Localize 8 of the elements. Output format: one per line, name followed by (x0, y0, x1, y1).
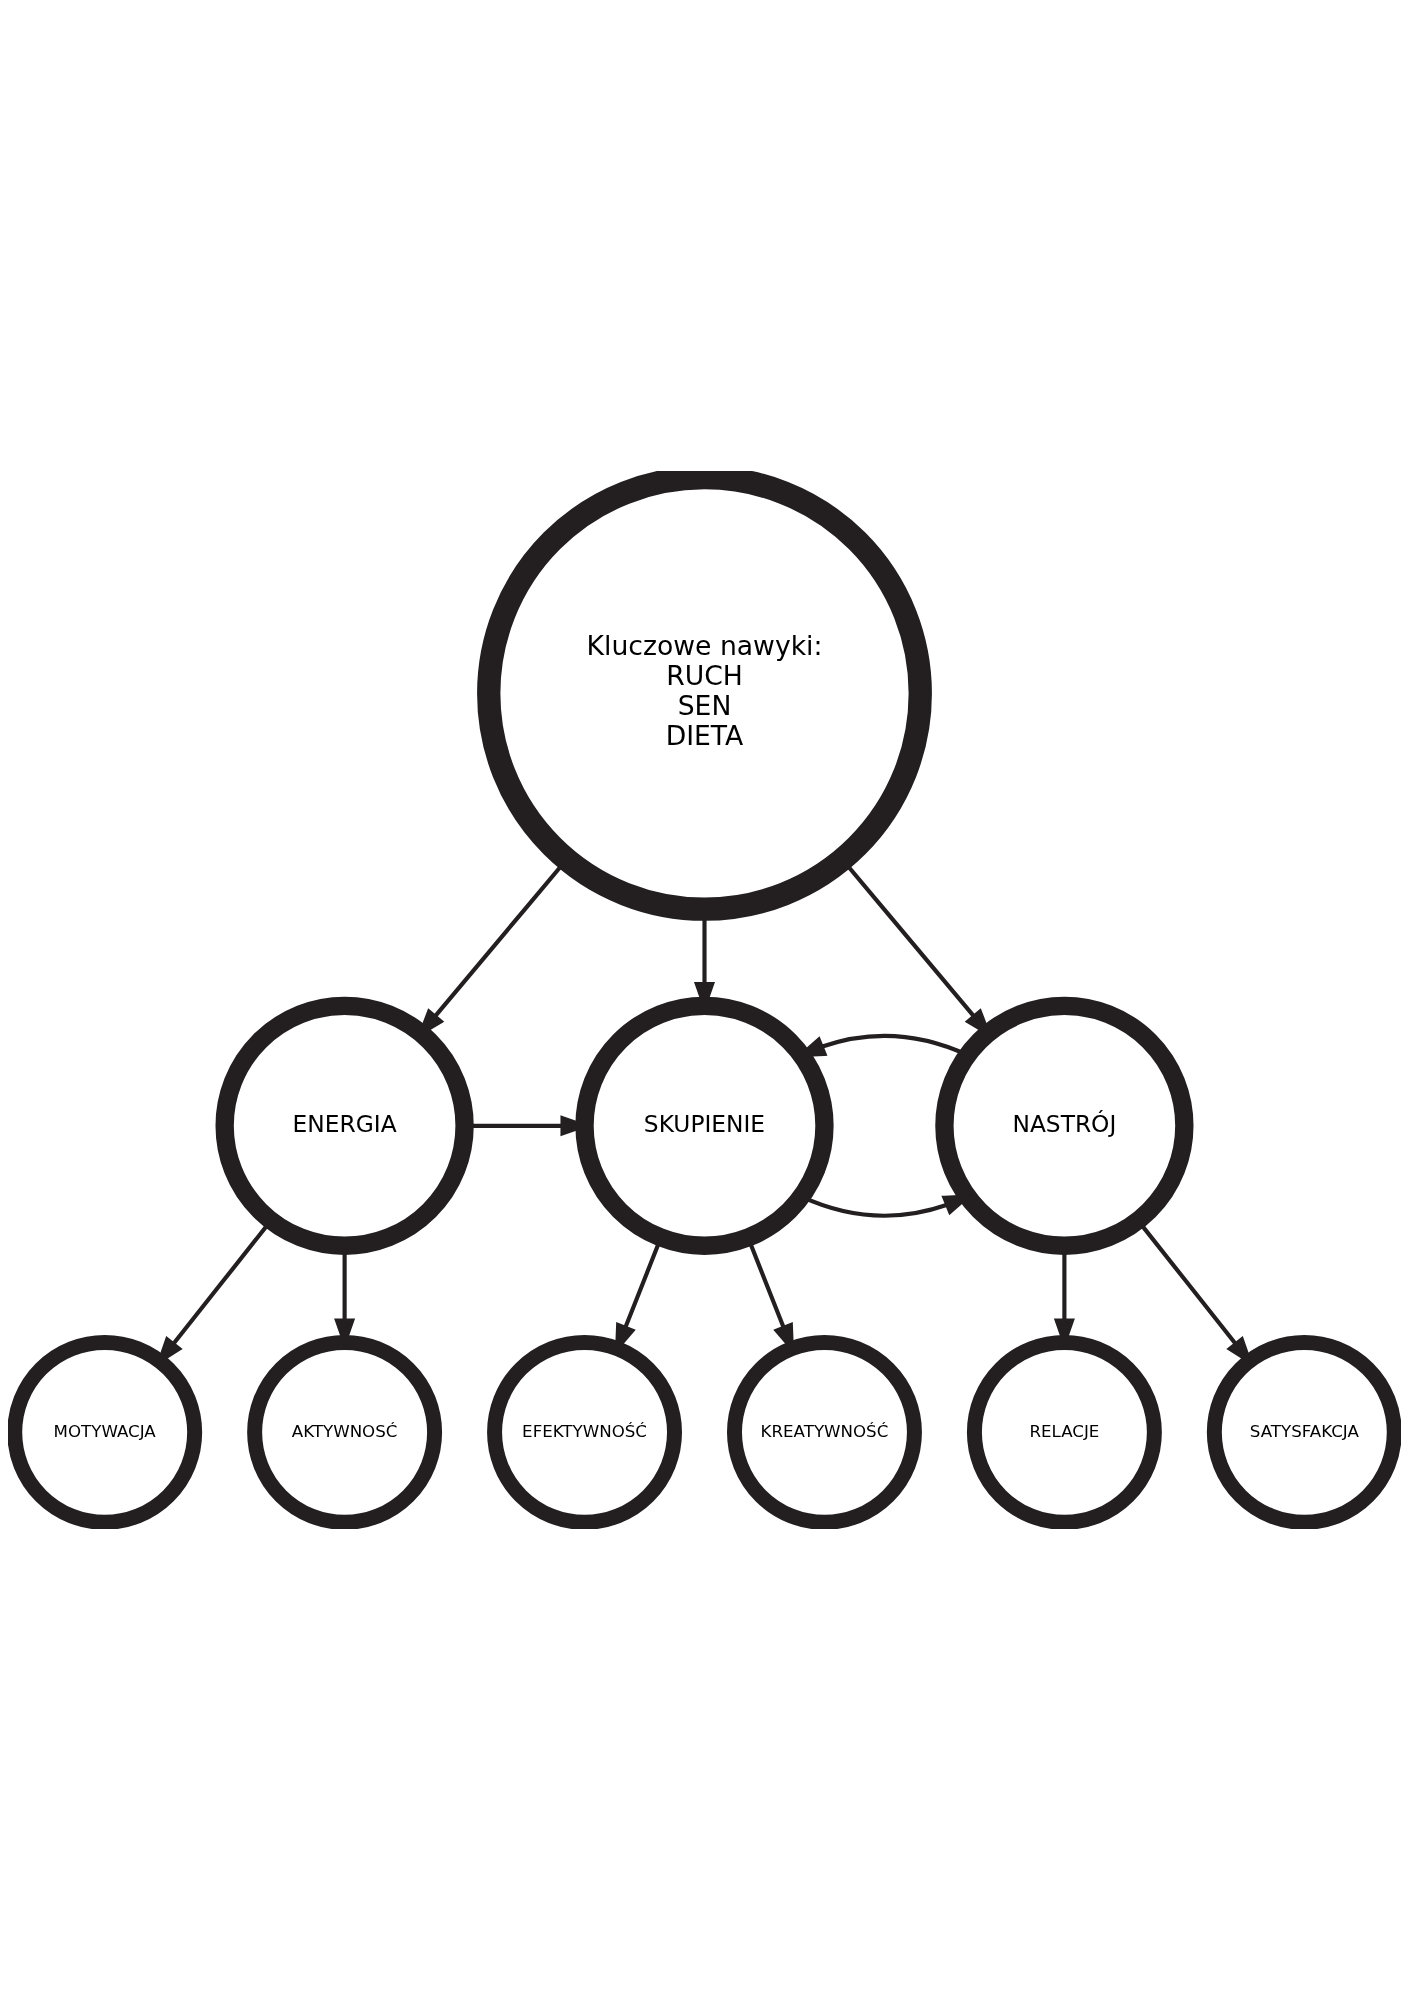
node-circle: ENERGIA (215, 996, 474, 1255)
node-circle: NASTRÓJ (935, 996, 1194, 1255)
node-circle: KREATYWNOŚĆ (727, 1334, 922, 1529)
node-circle: RELACJE (966, 1334, 1162, 1529)
node-circle: SKUPIENIE (575, 996, 834, 1255)
node-circle: EFEKTYWNOŚĆ (487, 1334, 682, 1529)
node-circle: Kluczowe nawyki: RUCH SEN DIETA (477, 471, 932, 921)
node-circle: AKTYWNOSĆ (247, 1334, 443, 1529)
